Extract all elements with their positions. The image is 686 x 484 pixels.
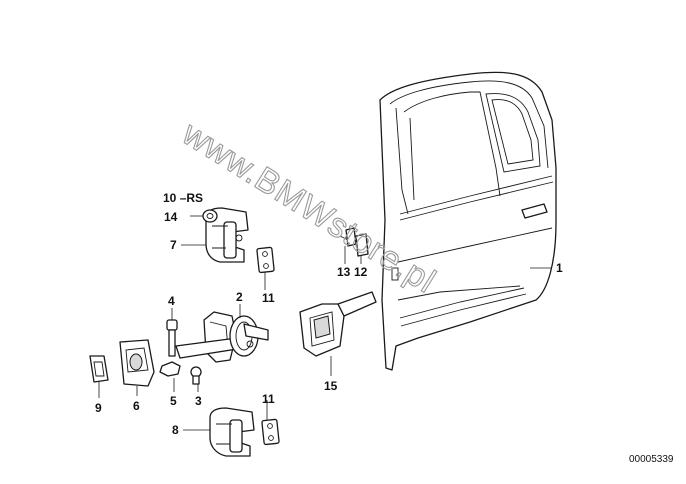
callout-10: 10 –RS xyxy=(163,191,203,205)
callout-3: 3 xyxy=(195,394,202,408)
callout-8: 8 xyxy=(172,423,179,437)
hinge-shim-upper xyxy=(256,246,275,274)
bolt-screw xyxy=(190,366,202,385)
callout-7: 7 xyxy=(170,238,177,252)
callout-4: 4 xyxy=(168,294,175,308)
callout-labels: 10 –RS 14 7 11 2 4 5 3 6 9 8 11 13 12 15… xyxy=(95,191,563,437)
callout-13: 13 xyxy=(337,265,351,279)
reference-number: 00005339 xyxy=(629,454,674,465)
callout-6: 6 xyxy=(133,399,140,413)
callout-14: 14 xyxy=(164,210,178,224)
callout-5: 5 xyxy=(170,394,177,408)
door-lock-housing xyxy=(299,291,377,357)
callout-2: 2 xyxy=(236,290,243,304)
upper-door-hinge xyxy=(205,207,249,263)
callout-9: 9 xyxy=(95,401,102,415)
grommet xyxy=(89,355,109,383)
rubber-plug xyxy=(202,209,218,223)
hex-nut xyxy=(159,361,181,377)
lower-door-hinge xyxy=(209,407,255,457)
rear-door xyxy=(379,71,557,371)
hinge-shim-lower xyxy=(261,418,280,446)
callout-1: 1 xyxy=(556,261,563,275)
leader-lines xyxy=(98,215,552,431)
striker-clip xyxy=(339,227,369,257)
door-check-strap xyxy=(175,311,269,363)
callout-12: 12 xyxy=(354,265,368,279)
check-pin xyxy=(166,319,178,357)
check-cover xyxy=(119,339,155,387)
callout-10-suffix: RS xyxy=(186,191,203,205)
callout-11-bottom: 11 xyxy=(262,392,275,406)
callout-15: 15 xyxy=(324,379,338,393)
callout-11-top: 11 xyxy=(262,291,275,305)
